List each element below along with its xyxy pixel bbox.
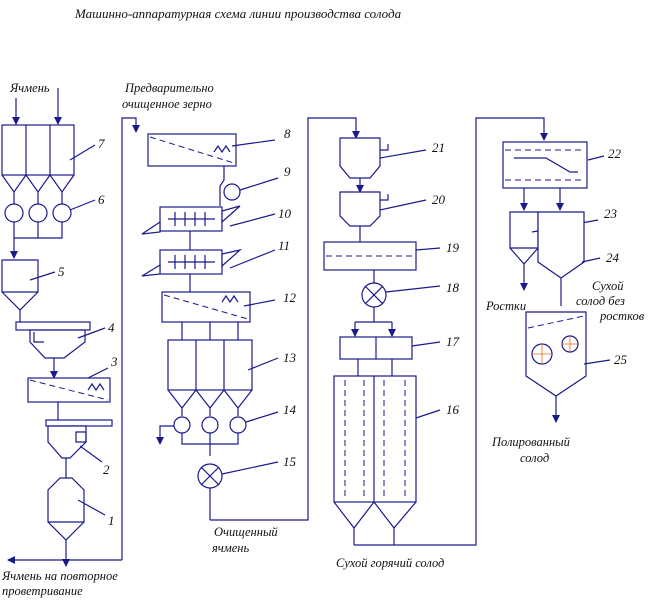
diagram-title: Машинно-аппаратурная схема линии произво… [74, 6, 402, 21]
equipment-22-deculmer [502, 141, 588, 189]
equipment-number-8: 8 [284, 126, 291, 141]
equipment-number-16: 16 [446, 402, 460, 417]
equipment-number-15: 15 [283, 454, 297, 469]
equipment-8-sieve [147, 133, 237, 167]
equipment-9-magnet [223, 183, 241, 201]
equipment-number-23: 23 [604, 206, 618, 221]
equipment-14-feeders [173, 416, 247, 434]
equipment-number-25: 25 [614, 352, 628, 367]
equipment-number-21: 21 [432, 140, 445, 155]
equipment-20-cyclone [339, 191, 389, 227]
label-dry-malt-2: солод без [576, 294, 625, 308]
equipment-number-13: 13 [283, 350, 297, 365]
equipment-2-separator [45, 419, 113, 459]
equipment-number-24: 24 [606, 250, 620, 265]
equipment-number-14: 14 [283, 402, 297, 417]
equipment-number-17: 17 [446, 334, 460, 349]
label-barley-in: Ячмень [9, 81, 50, 95]
equipment-12-sieve [161, 291, 251, 323]
equipment-21-cyclone [339, 137, 389, 179]
label-polished-1: Полированный [491, 435, 571, 449]
label-dry-malt-3: ростков [599, 309, 645, 323]
equipment-number-4: 4 [108, 320, 115, 335]
equipment-number-12: 12 [283, 290, 297, 305]
equipment-number-5: 5 [58, 264, 65, 279]
equipment-5-hopper [1, 259, 39, 311]
equipment-6-feeders [4, 203, 72, 223]
equipment-number-1: 1 [108, 513, 115, 528]
label-barley-return-2: проветривание [2, 584, 83, 598]
equipment-number-18: 18 [446, 280, 460, 295]
label-polished-2: солод [520, 451, 549, 465]
equipment-19-conveyor [323, 241, 417, 271]
label-hot-malt: Сухой горячий солод [336, 556, 444, 570]
label-barley-return-1: Ячмень на повторное [1, 569, 118, 583]
equipment-16-silos [333, 375, 417, 529]
equipment-number-3: 3 [110, 354, 118, 369]
equipment-number-11: 11 [278, 238, 290, 253]
equipment-number-22: 22 [608, 146, 622, 161]
equipment-24-malt-bin [537, 211, 585, 279]
label-precleaned-1: Предварительно [124, 81, 214, 95]
equipment-number-2: 2 [103, 462, 110, 477]
equipment-1-hopper [47, 477, 85, 541]
label-precleaned-2: очищенное зерно [122, 97, 212, 111]
equipment-number-19: 19 [446, 240, 460, 255]
equipment-7-silos [1, 124, 75, 194]
equipment-10-trieur [141, 205, 241, 235]
equipment-13-silos [167, 339, 253, 409]
equipment-11-trieur [141, 248, 243, 277]
equipment-number-6: 6 [98, 192, 105, 207]
label-sprouts: Ростки [485, 299, 526, 313]
equipment-number-10: 10 [278, 206, 292, 221]
equipment-3-sieve [27, 377, 111, 403]
equipment-4-separator [15, 321, 91, 359]
equipment-number-9: 9 [284, 164, 291, 179]
equipment-23-sprouts-bin [509, 211, 539, 265]
equipment-number-7: 7 [98, 136, 105, 151]
label-dry-malt-1: Сухой [592, 279, 624, 293]
equipment-number-20: 20 [432, 192, 446, 207]
equipment-17-bins [339, 336, 413, 360]
label-cleaned-2: ячмень [211, 541, 250, 555]
equipment-18-scale [361, 282, 387, 308]
equipment-15-scale [197, 463, 223, 489]
label-cleaned-1: Очищенный [214, 525, 278, 539]
equipment-25-polisher [525, 311, 587, 397]
